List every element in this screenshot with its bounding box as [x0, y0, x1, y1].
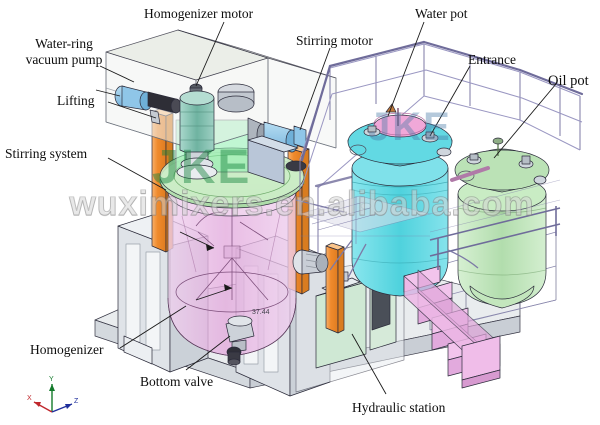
callout-entrance: Entrance	[468, 52, 516, 67]
oil-pot	[450, 137, 550, 307]
side-homogenizer-unit	[292, 249, 329, 275]
axis-x-label: X	[27, 395, 32, 402]
water-pot-fittings	[349, 103, 452, 157]
dimension-note: 37.44	[252, 309, 270, 316]
callout-homogenizer-motor: Homogenizer motor	[144, 6, 254, 21]
internal-arrow-2	[195, 287, 233, 301]
callout-lifting: Lifting	[57, 93, 95, 108]
callout-stirring-motor: Stirring motor	[296, 33, 373, 48]
axis-z-label: Z	[74, 398, 79, 405]
callout-line-2: vacuum pump	[25, 51, 103, 67]
bottom-valve	[226, 346, 242, 366]
oil-pot-fittings	[457, 137, 547, 185]
coordinate-axis-triad: Y X Z	[27, 376, 79, 413]
callout-oil-pot: Oil pot	[548, 73, 589, 89]
process-piping	[295, 199, 479, 279]
access-stairs	[403, 265, 501, 389]
water-ring-vacuum-pump	[114, 85, 182, 125]
axis-y-label: Y	[49, 376, 54, 383]
callout-water-ring-vacuum-pump: Water-ring vacuum pump	[8, 36, 120, 68]
homogenizer-motor	[176, 83, 218, 180]
homogenizer-head	[225, 315, 255, 353]
lifting-column-far-right	[325, 242, 345, 334]
stirring-motor	[217, 83, 307, 185]
callout-hydraulic-station: Hydraulic station	[352, 400, 446, 415]
callout-arrowheads	[206, 244, 232, 291]
callout-homogenizer: Homogenizer	[30, 342, 104, 357]
callout-bottom-valve: Bottom valve	[140, 374, 214, 389]
callout-leader-lines	[95, 21, 557, 395]
callout-line-1: Water-ring	[35, 36, 93, 51]
deck-beams	[429, 206, 561, 270]
control-box	[285, 160, 307, 172]
callout-water-pot: Water pot	[415, 6, 468, 21]
oil-pot-lower-dish	[469, 285, 535, 309]
callout-stirring-system: Stirring system	[5, 146, 88, 161]
